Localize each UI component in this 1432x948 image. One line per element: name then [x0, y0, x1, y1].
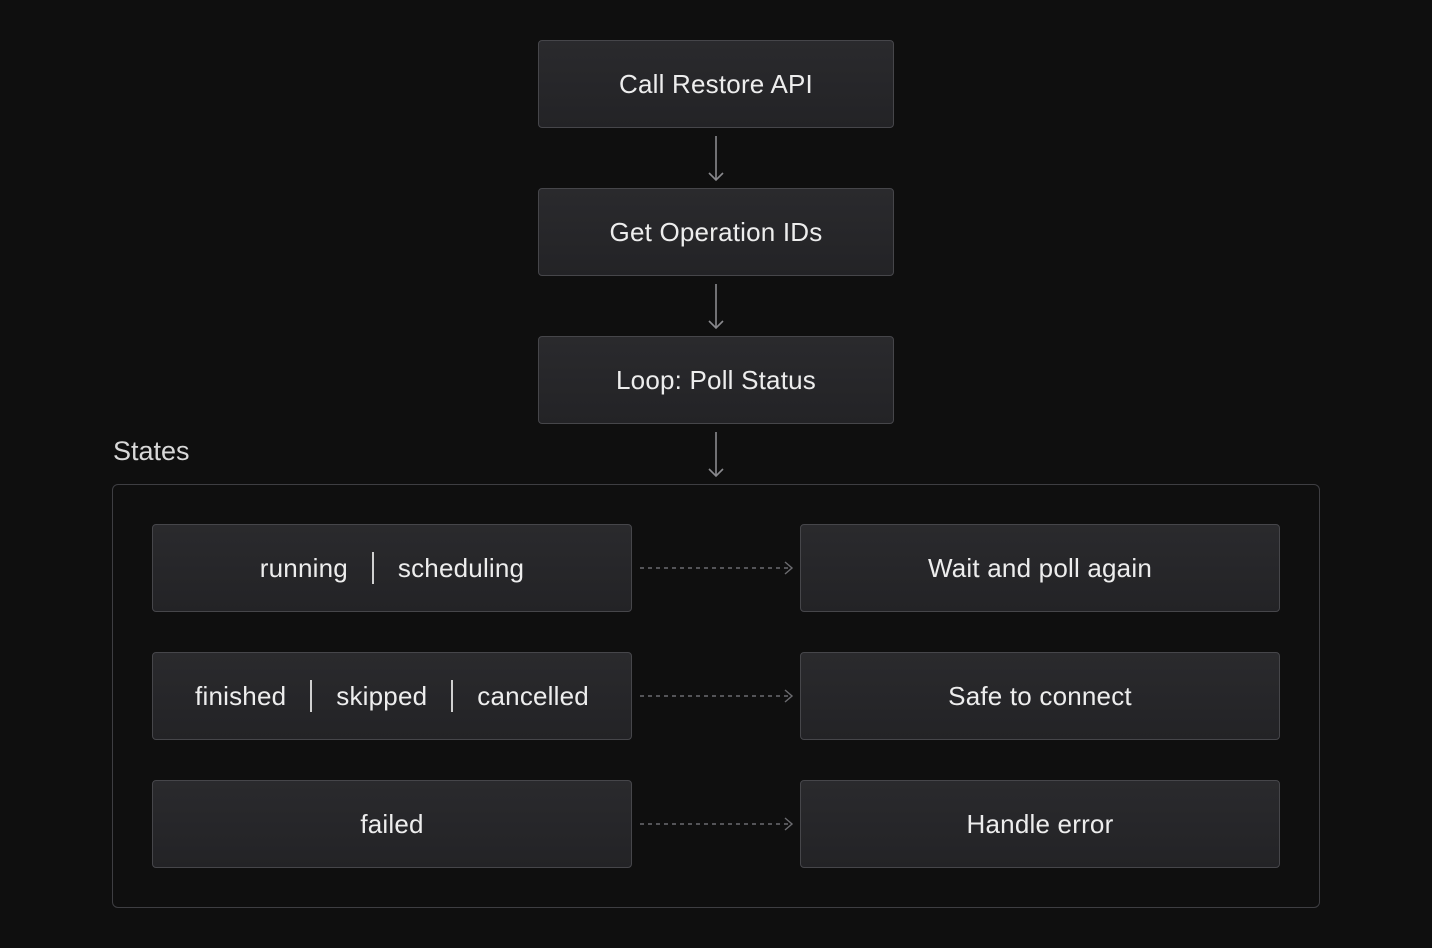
state-failed: failed: [360, 808, 424, 839]
states-title: States: [113, 436, 190, 466]
state-separator: [310, 680, 313, 712]
result-wait-and-poll: Wait and poll again: [800, 524, 1280, 612]
down-arrow-1: [708, 136, 724, 182]
result-label: Handle error: [966, 808, 1114, 839]
step-label: Call Restore API: [619, 68, 813, 99]
state-cancelled: cancelled: [477, 680, 589, 711]
down-arrow-2: [708, 284, 724, 330]
state-separator: [451, 680, 454, 712]
state-separator: [371, 552, 374, 584]
down-arrow-3: [708, 432, 724, 478]
state-group-failed: failed: [152, 780, 632, 868]
result-label: Safe to connect: [948, 680, 1132, 711]
state-skipped: skipped: [336, 680, 428, 711]
states-container: [112, 484, 1320, 908]
result-safe-to-connect: Safe to connect: [800, 652, 1280, 740]
state-group-finished: finished skipped cancelled: [152, 652, 632, 740]
step-label: Get Operation IDs: [609, 216, 823, 247]
result-handle-error: Handle error: [800, 780, 1280, 868]
step-label: Loop: Poll Status: [616, 364, 816, 395]
state-finished: finished: [195, 680, 287, 711]
state-running: running: [259, 552, 348, 583]
result-label: Wait and poll again: [928, 552, 1152, 583]
step-loop-poll-status: Loop: Poll Status: [538, 336, 894, 424]
state-group-running: running scheduling: [152, 524, 632, 612]
step-get-operation-ids: Get Operation IDs: [538, 188, 894, 276]
state-scheduling: scheduling: [397, 552, 525, 583]
step-call-restore-api: Call Restore API: [538, 40, 894, 128]
